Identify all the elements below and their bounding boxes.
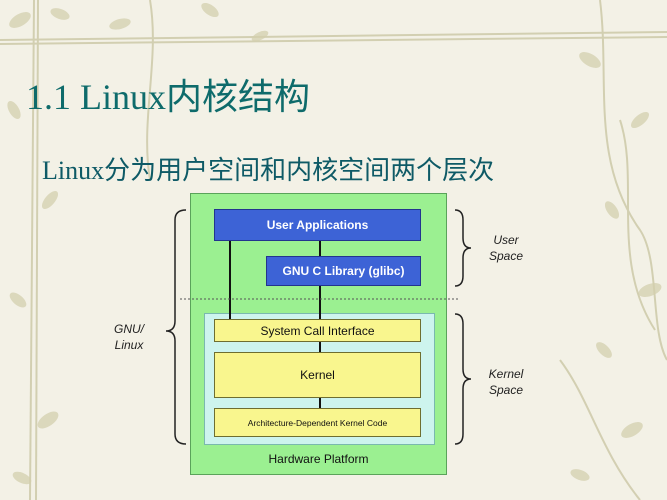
gnu-linux-label-line2: Linux [114,338,144,352]
gnu-linux-label: GNU/ Linux [104,321,154,353]
kernel-space-label-line2: Space [488,383,524,397]
hardware-platform-label: Hardware Platform [268,452,369,466]
arch-dependent-code-box: Architecture-Dependent Kernel Code [214,408,421,437]
system-call-interface-box: System Call Interface [214,319,421,342]
slide-subtitle: Linux分为用户空间和内核空间两个层次 [42,156,495,185]
kernel-space-label: Kernel Space [476,366,536,398]
kernel-space-label-line1: Kernel [488,367,524,381]
glibc-box: GNU C Library (glibc) [266,256,421,286]
gnu-linux-label-line1: GNU/ [114,322,144,336]
user-applications-box: User Applications [214,209,421,241]
user-space-label-line2: Space [488,249,524,263]
user-space-label-line1: User [493,233,519,247]
kernel-box: Kernel [214,352,421,398]
user-space-label: User Space [476,232,536,264]
slide-title: 1.1 Linux内核结构 [26,77,310,117]
